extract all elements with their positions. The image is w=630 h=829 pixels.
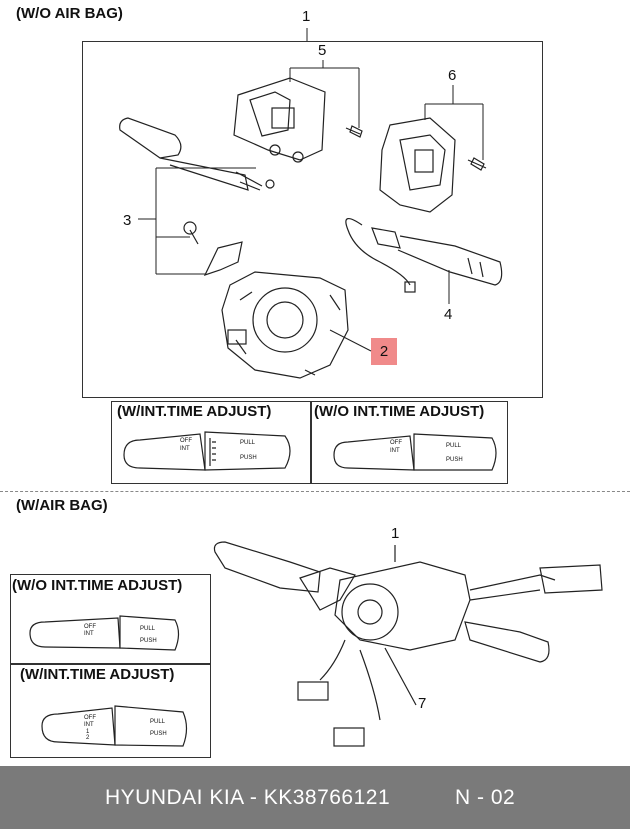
parts-diagram	[29, 28, 603, 747]
lever-two-bottom2: 2	[86, 735, 90, 741]
footer-part-number: HYUNDAI KIA - KK38766121	[105, 786, 391, 809]
variant-label-wo-int-time-bottom: (W/O INT.TIME ADJUST)	[12, 577, 183, 594]
section-label-w-airbag: (W/AIR BAG)	[16, 497, 108, 514]
lever-push-top: PUSH	[240, 455, 257, 461]
callout-4: 4	[444, 306, 453, 323]
lever-one-bottom2: 1	[86, 729, 90, 735]
lever-push-top2: PUSH	[446, 457, 463, 463]
callout-5: 5	[318, 42, 327, 59]
lever-int-bottom2: INT	[84, 722, 94, 728]
lever-off-top: OFF	[180, 438, 192, 444]
lever-push-bottom2: PUSH	[150, 731, 167, 737]
variant-label-w-int-time-bottom: (W/INT.TIME ADJUST)	[20, 666, 175, 683]
lever-off-bottom: OFF	[84, 624, 96, 630]
lever-int-top: INT	[180, 446, 190, 452]
part-4-lever	[345, 218, 503, 293]
lever-off-top2: OFF	[390, 440, 402, 446]
variant-lever-wo-int-time-bottom	[29, 615, 180, 651]
lever-pull-top2: PULL	[446, 443, 462, 449]
part-2-clock-spring	[221, 271, 349, 379]
variant-box-wo-int-time-bottom	[10, 574, 211, 664]
variant-label-w-int-time-top: (W/INT.TIME ADJUST)	[117, 403, 272, 420]
callout-3: 3	[123, 212, 132, 229]
callout-1-bottom: 1	[391, 525, 400, 542]
lever-int-top2: INT	[390, 448, 400, 454]
assembly-frame	[82, 41, 543, 398]
lever-int-bottom: INT	[84, 631, 94, 637]
part-5-switch-body	[233, 77, 363, 163]
leader-lines	[138, 28, 484, 352]
callout-7: 7	[418, 695, 427, 712]
variant-lever-w-int-time	[123, 431, 291, 471]
part-6-switch-body	[379, 117, 487, 213]
variant-box-w-int-time	[111, 401, 311, 484]
variant-lever-w-int-time-bottom	[41, 705, 188, 747]
lever-pull-top: PULL	[240, 440, 256, 446]
lever-pull-bottom2: PULL	[150, 719, 166, 725]
footer-bar: HYUNDAI KIA - KK38766121 N - 02	[0, 766, 630, 829]
part-3-lever	[119, 117, 275, 277]
variant-box-wo-int-time	[311, 401, 508, 484]
variant-lever-wo-int-time	[333, 433, 497, 471]
footer-page-code: N - 02	[455, 786, 516, 809]
variant-label-wo-int-time-top: (W/O INT.TIME ADJUST)	[314, 403, 485, 420]
variant-box-w-int-time-bottom	[10, 664, 211, 758]
lever-push-bottom: PUSH	[140, 638, 157, 644]
lever-pull-bottom: PULL	[140, 626, 156, 632]
section-label-wo-airbag: (W/O AIR BAG)	[16, 5, 123, 22]
callout-1: 1	[302, 8, 311, 25]
callout-2-highlighted: 2	[371, 338, 397, 365]
callout-6: 6	[448, 67, 457, 84]
section-divider	[0, 491, 630, 492]
lever-off-bottom2: OFF	[84, 715, 96, 721]
bottom-assembly	[213, 541, 603, 747]
